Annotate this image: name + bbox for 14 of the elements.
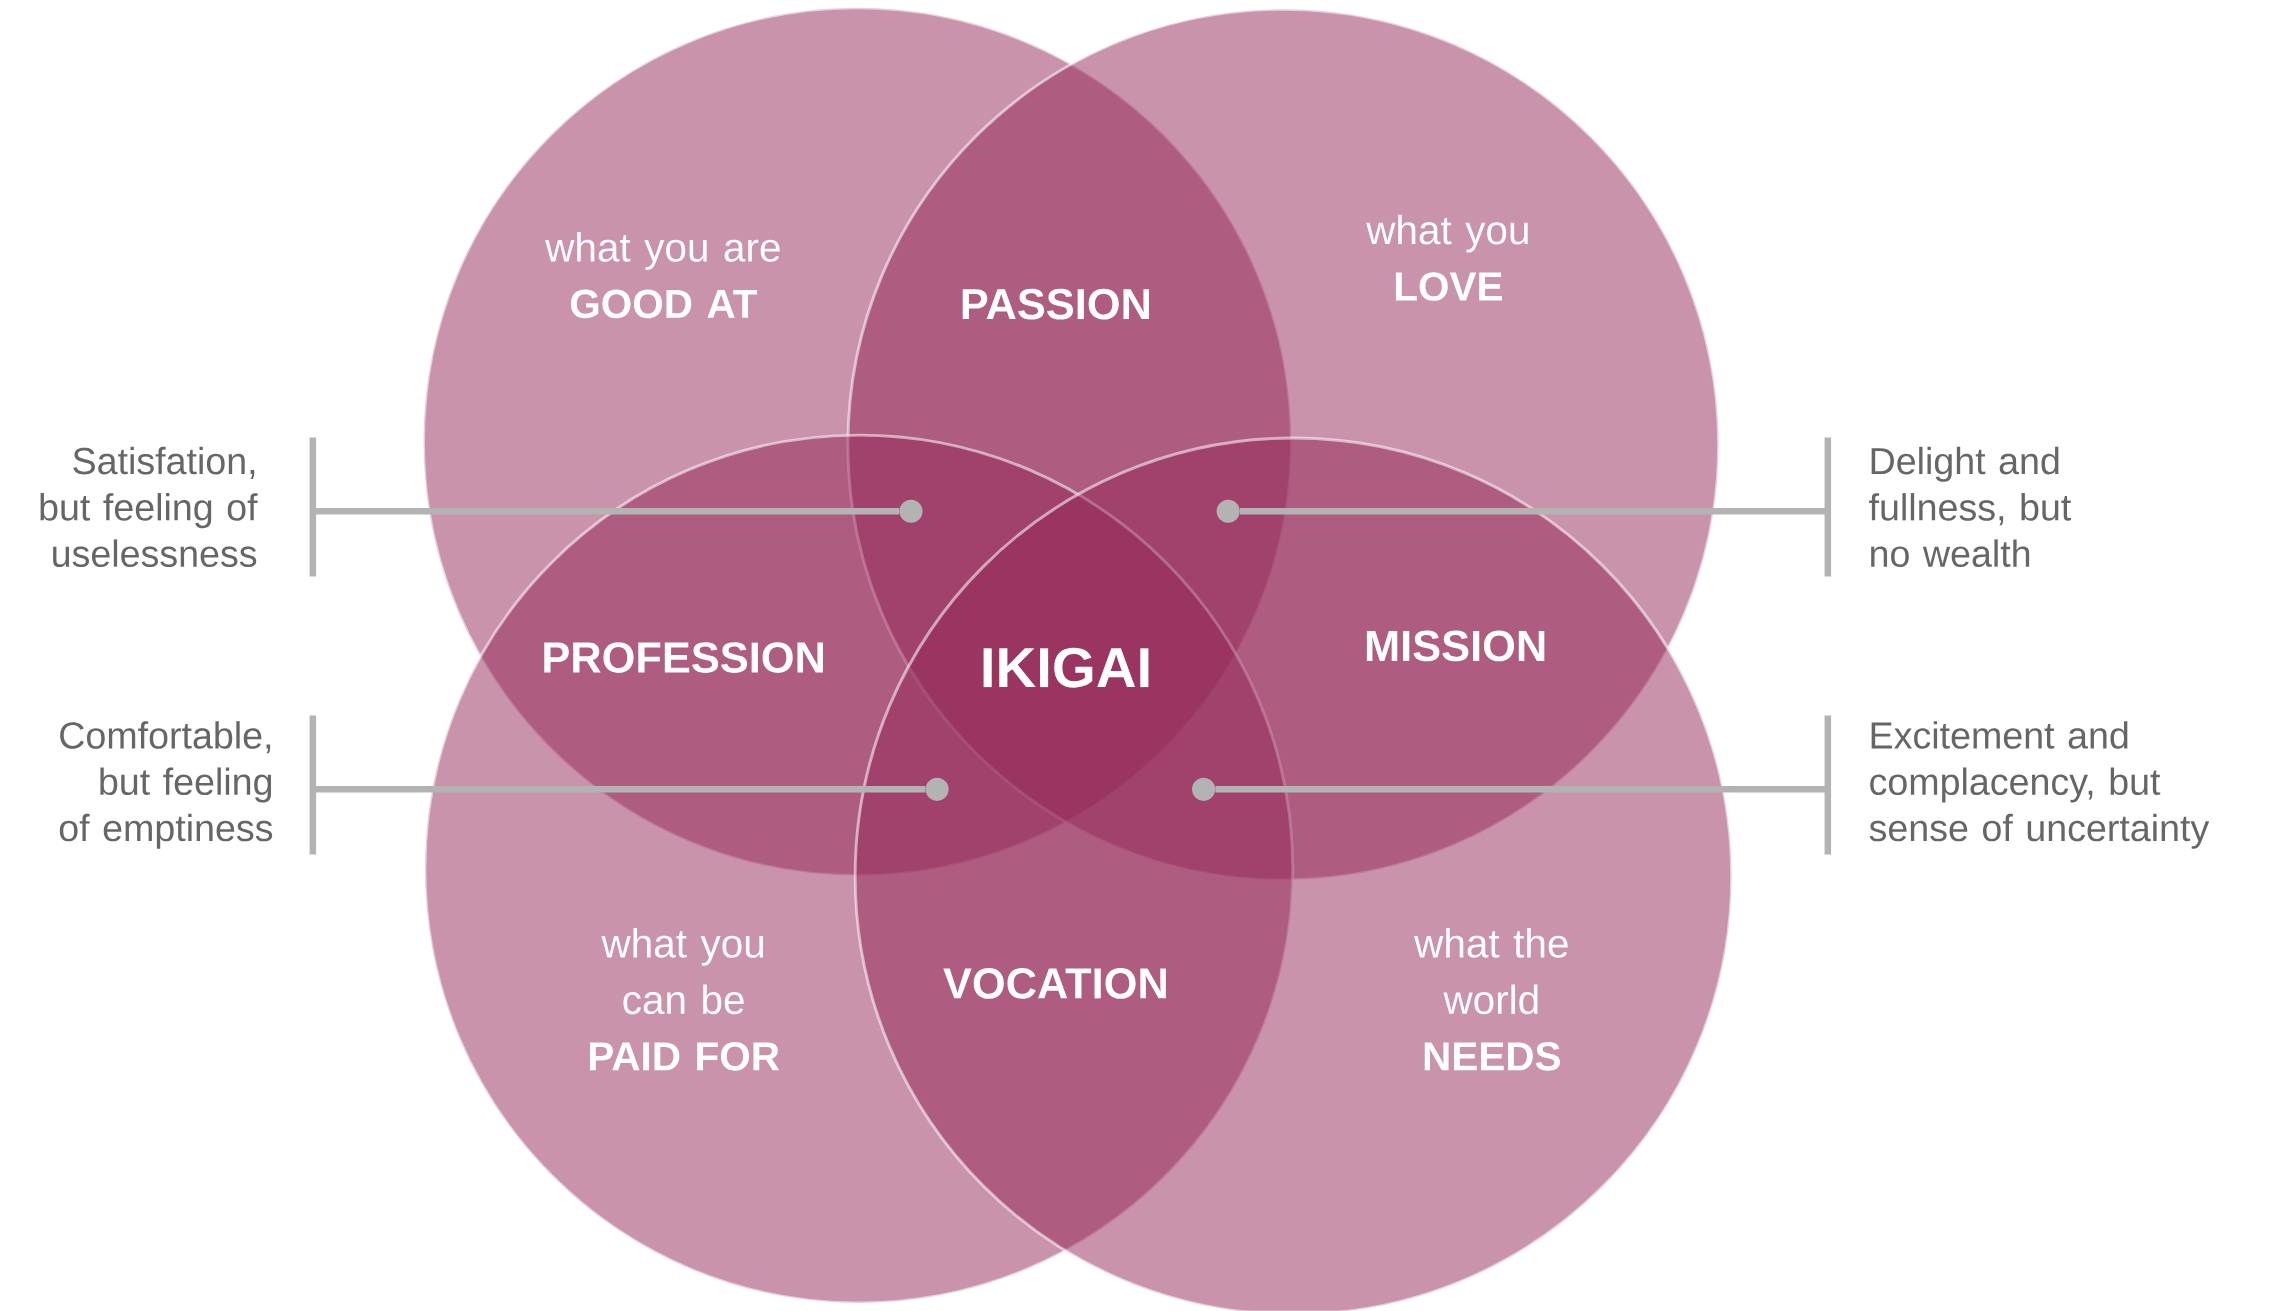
dot bbox=[1216, 499, 1240, 523]
side-note: Delight and fullness, but no wealth bbox=[1869, 446, 2072, 568]
dot bbox=[925, 777, 949, 802]
region-label: MISSION bbox=[1366, 630, 1545, 662]
side-note: Excitement and complacency, but sense of uncertainty bbox=[1869, 721, 2210, 849]
leader-line bbox=[1215, 786, 1828, 793]
dot bbox=[1192, 777, 1216, 802]
side-note: Satisfation, but feeling of uselessness bbox=[40, 446, 258, 568]
dot bbox=[899, 499, 923, 523]
region-label: VOCATION bbox=[943, 968, 1166, 999]
region-label: PASSION bbox=[962, 288, 1149, 320]
side-note: Comfortable, but feeling of emptiness bbox=[59, 721, 273, 849]
region-label: IKIGAI bbox=[983, 647, 1149, 688]
region-label: PROFESSION bbox=[544, 642, 823, 674]
